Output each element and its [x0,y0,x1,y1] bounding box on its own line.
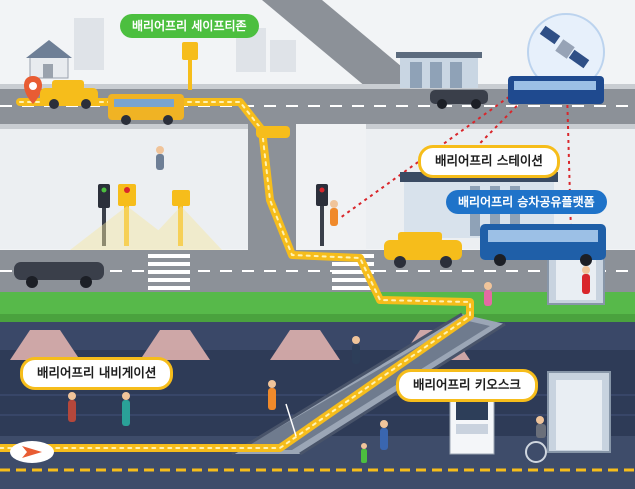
traffic-light-icon [172,190,190,246]
location-pin-icon [23,76,43,104]
taxi-icon [384,232,462,268]
traffic-light-icon [182,42,198,90]
arrow-marker [10,441,54,463]
taxi-icon [256,126,290,138]
traffic-light-icon [316,184,328,246]
bus-icon [508,76,604,104]
station-label: 배리어프리 스테이션 [418,145,560,178]
car [430,90,488,109]
car [14,262,104,288]
cane-icon [285,403,297,437]
diagonal-road [262,0,432,92]
navigation-label: 배리어프리 내비게이션 [20,357,174,390]
safe-zone-label: 배리어프리 세이프티존 [120,14,259,38]
school-bus [108,94,184,125]
taxi-icon [40,80,98,109]
traffic-light-icon [118,184,136,246]
ride-share-platform-label: 배리어프리 승차공유플랫폼 [446,190,607,214]
bus-shelter [396,52,482,88]
underground-elevator [547,371,611,453]
kiosk [449,395,495,455]
kiosk-label: 배리어프리 키오스크 [396,369,538,402]
grass-strip [0,292,635,314]
guidance-path [0,98,474,452]
bus-icon [480,224,606,266]
house [26,40,72,79]
pedestrians [68,146,590,463]
wheelchair-icon [525,416,547,463]
traffic-light-icon [98,184,110,246]
vertical-road [248,124,298,254]
